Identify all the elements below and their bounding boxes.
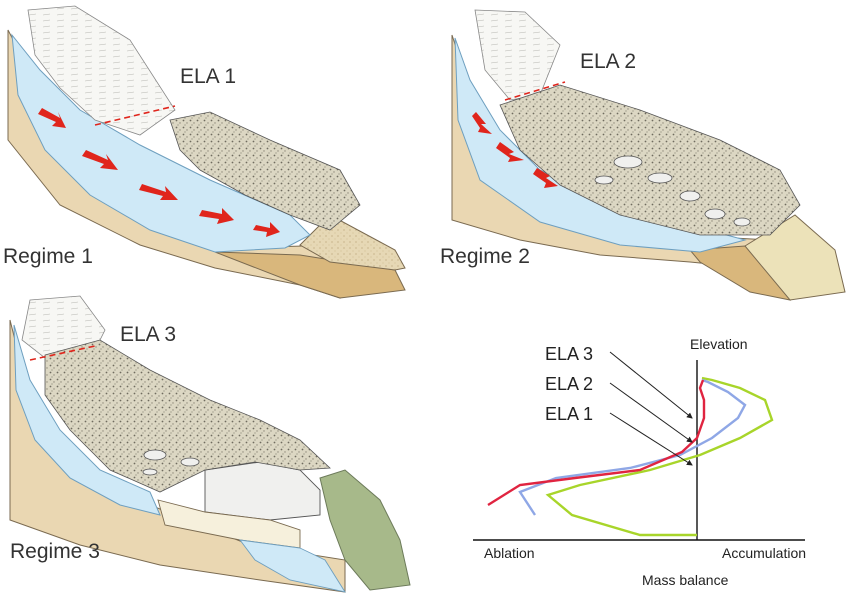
lake-dam-face — [157, 499, 301, 549]
supraglacial-ponds — [594, 155, 751, 227]
panel-1-ela-label: ELA 1 — [180, 65, 237, 88]
ablation-axis-label: Ablation — [484, 545, 535, 561]
ela-3-chart-label: ELA 3 — [545, 344, 594, 364]
accumulation-axis-label: Accumulation — [722, 545, 807, 561]
glacier-ice — [13, 324, 161, 516]
lake-water-front — [238, 539, 346, 593]
mass-balance-chart — [473, 351, 805, 541]
ela-3-curve — [487, 379, 706, 507]
ela-line — [29, 345, 96, 361]
ela-1-curve — [545, 376, 774, 537]
panel-1-regime-label: Regime 1 — [3, 245, 93, 268]
panel-regime-3 — [9, 295, 411, 593]
flow-arrows — [38, 108, 280, 237]
ela-1-chart-label: ELA 1 — [545, 404, 594, 424]
sediment-base — [214, 251, 406, 299]
debris-cover — [169, 111, 361, 231]
snow-accumulation — [27, 5, 176, 136]
ela-2-curve — [518, 378, 747, 516]
ela-line — [94, 105, 176, 126]
outwash — [744, 214, 846, 301]
elevation-axis-label: Elevation — [690, 336, 748, 352]
glacier-ice — [454, 37, 747, 253]
flow-arrows — [472, 112, 558, 188]
panel-2-ela-label: ELA 2 — [580, 50, 637, 73]
debris-cover — [44, 339, 331, 493]
panel-2-regime-label: Regime 2 — [440, 245, 530, 268]
debris-cover — [499, 84, 801, 236]
supraglacial-ponds — [142, 449, 200, 476]
panel-3-regime-label: Regime 3 — [10, 540, 100, 563]
ela-pointer-arrows — [609, 351, 693, 466]
ela-2-chart-label: ELA 2 — [545, 374, 594, 394]
mass-balance-axis-label: Mass balance — [642, 572, 729, 588]
moraine-green — [319, 469, 411, 591]
panel-regime-1 — [7, 5, 406, 299]
panel-3-ela-label: ELA 3 — [120, 323, 177, 346]
panel-regime-2 — [451, 9, 846, 301]
ela-line — [504, 81, 566, 101]
proglacial-lake — [204, 461, 321, 521]
